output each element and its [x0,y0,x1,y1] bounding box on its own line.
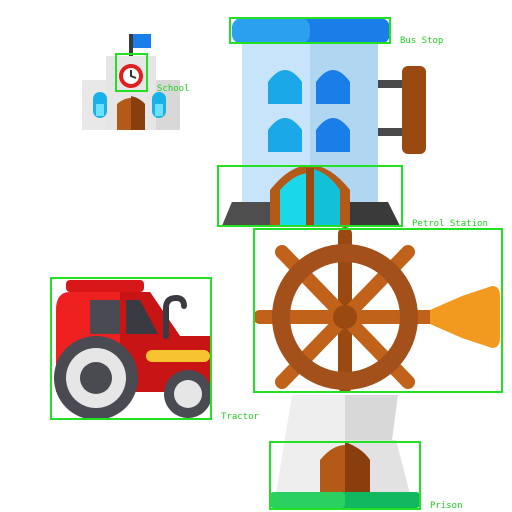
detection-box-school [115,53,148,92]
detection-box-bus-stop [229,17,391,44]
detection-box-petrol-station [217,165,403,227]
school-icon [82,34,180,130]
detection-box-tractor [50,277,212,420]
detection-box-prison [269,441,421,510]
detection-label-tractor: Tractor [221,412,259,422]
tractor-icon [54,280,212,420]
detection-box-windmill-wheel [253,228,503,393]
detection-label-prison: Prison [430,501,463,511]
detection-label-petrol-station: Petrol Station [412,219,488,229]
windmill-icon [222,18,500,508]
detection-label-bus-stop: Bus Stop [400,36,444,46]
detection-label-school: School [157,84,190,94]
